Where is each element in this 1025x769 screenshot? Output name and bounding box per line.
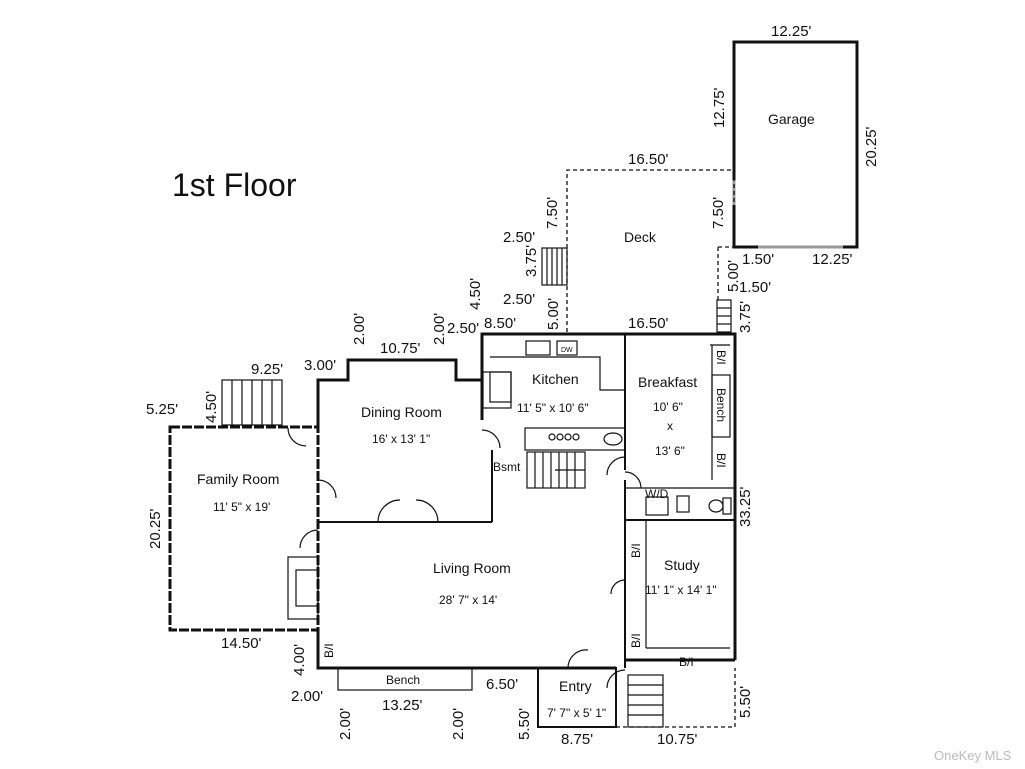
dim-deck-step-w-bottom: 2.50'	[503, 291, 535, 308]
dim-deck-bottom: 16.50'	[628, 315, 669, 332]
family-label: Family Room	[197, 471, 279, 487]
dim-entry-width: 8.75'	[561, 731, 593, 748]
dining-size: 16' x 13' 1"	[372, 432, 430, 446]
dim-garage-bottom: 12.25'	[812, 251, 853, 268]
dim-living-left-v: 4.00'	[291, 644, 308, 676]
dim-entry-depth: 5.50'	[516, 708, 533, 740]
dim-garage-left: 12.75'	[711, 87, 728, 128]
entry	[537, 667, 736, 728]
dining-label: Dining Room	[361, 404, 442, 420]
garage	[732, 40, 859, 249]
dim-deck-left-lower: 5.00'	[545, 298, 562, 330]
dim-dining-left-v: 2.00'	[351, 313, 368, 345]
dim-garage-step-v: 5.00'	[725, 260, 742, 292]
breakfast-size-2: 13' 6"	[655, 444, 685, 458]
family-size: 11' 5" x 19'	[213, 500, 270, 514]
entry-label: Entry	[559, 678, 592, 694]
dim-dining-right-v: 2.00'	[431, 313, 448, 345]
dim-family-step-h: 4.50'	[203, 391, 220, 423]
dim-garage-step-h: 1.50'	[742, 251, 774, 268]
basement-label: Bsmt	[493, 460, 521, 474]
laundry-fixtures	[645, 495, 732, 516]
entry-size: 7' 7" x 5' 1"	[547, 706, 606, 720]
kitchen-fixtures: DW	[482, 340, 626, 489]
dim-deck-step-w-top: 2.50'	[503, 229, 535, 246]
garage-label: Garage	[768, 111, 815, 127]
builtin-breakfast-bottom: B/I	[714, 453, 728, 468]
dw-label: DW	[561, 347, 573, 354]
doors	[287, 427, 642, 689]
dimensions: 12.25' 12.75' 20.25' 12.25' 1.50' 1.50' …	[146, 23, 880, 748]
washer-dryer-label: W/D	[645, 487, 669, 501]
deck	[541, 169, 735, 333]
dim-porch-depth: 5.50'	[737, 686, 754, 718]
fireplace	[287, 556, 319, 620]
dim-deck-top: 16.50'	[628, 151, 669, 168]
dim-garage-right: 20.25'	[863, 126, 880, 167]
breakfast-bench-label: Bench	[714, 388, 728, 422]
dim-bench-width: 13.25'	[382, 697, 423, 714]
builtin-study-bottom: B/I	[629, 633, 643, 648]
study-label: Study	[664, 557, 700, 573]
dim-family-top-left: 5.25'	[146, 401, 178, 418]
living-label: Living Room	[433, 560, 511, 576]
builtin-study-top: B/I	[629, 543, 643, 558]
builtin-living: B/I	[322, 643, 336, 658]
dim-family-bottom: 14.50'	[221, 635, 262, 652]
dim-deck-left: 7.50'	[544, 197, 561, 229]
breakfast-label: Breakfast	[638, 374, 697, 390]
dim-kitchen-top: 8.50'	[484, 315, 516, 332]
builtin-breakfast-top: B/I	[714, 350, 728, 365]
dim-deck-step-h: 3.75'	[523, 245, 540, 277]
watermark: OneKey MLS	[934, 748, 1012, 763]
family-stairs	[221, 379, 283, 426]
breakfast-size-x: x	[667, 419, 673, 433]
breakfast-size-1: 10' 6"	[653, 400, 683, 414]
dim-porch-width: 10.75'	[657, 731, 698, 748]
dim-garage-step-h2: 1.50'	[739, 279, 771, 296]
dim-kitchen-step-v: 4.50'	[467, 278, 484, 310]
dim-garage-top: 12.25'	[771, 23, 812, 40]
dim-family-step-w: 9.25'	[251, 361, 283, 378]
deck-label: Deck	[624, 229, 657, 245]
dim-bench-depth-left: 2.00'	[337, 708, 354, 740]
floor-title: 1st Floor	[172, 167, 297, 203]
dim-deck-right: 7.50'	[710, 197, 727, 229]
kitchen-size: 11' 5" x 10' 6"	[517, 401, 589, 415]
dim-dining-left-h: 3.00'	[304, 357, 336, 374]
dim-bench-depth-right: 2.00'	[450, 708, 467, 740]
dim-bench-left-h: 2.00'	[291, 688, 323, 705]
dim-dining-top: 10.75'	[380, 340, 421, 357]
kitchen-label: Kitchen	[532, 371, 579, 387]
dim-garage-step-v2: 3.75'	[737, 301, 754, 333]
dim-kitchen-step-h: 2.50'	[447, 320, 479, 337]
dim-family-left: 20.25'	[147, 508, 164, 549]
living-bench	[337, 667, 473, 691]
living-size: 28' 7" x 14'	[439, 593, 497, 607]
study-size: 11' 1" x 14' 1"	[645, 583, 717, 597]
builtin-study-floor: B/I	[679, 655, 694, 669]
living-bench-label: Bench	[386, 673, 420, 687]
dim-entry-left-h: 6.50'	[486, 676, 518, 693]
dim-right-side: 33.25'	[737, 486, 754, 527]
